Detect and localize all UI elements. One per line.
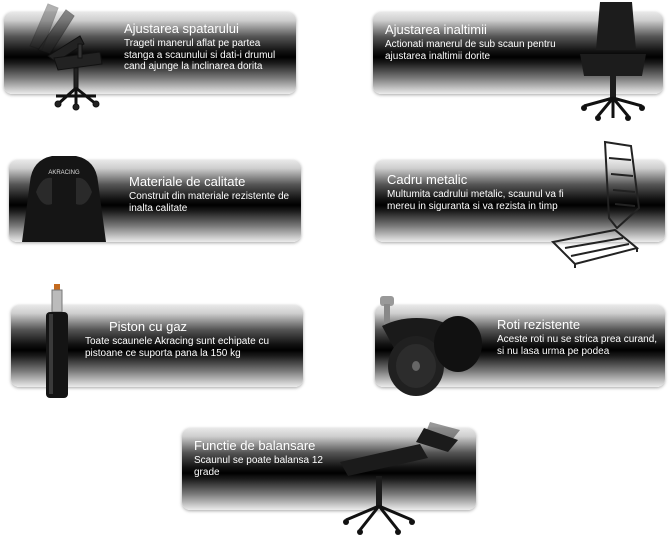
feature-description: Scaunul se poate balansa 12 grade bbox=[194, 455, 323, 478]
reclining-chair-icon bbox=[29, 3, 103, 111]
feature-description: Multumita cadrului metalic, scaunul va f… bbox=[387, 189, 564, 212]
feature-title: Roti rezistente bbox=[497, 317, 581, 332]
gas-piston-icon bbox=[46, 284, 68, 398]
seat-backrest-icon: AKRACING bbox=[22, 156, 106, 242]
feature-title: Ajustarea inaltimii bbox=[385, 22, 487, 37]
feature-card-metal-frame: Cadru metalic Multumita cadrului metalic… bbox=[375, 160, 665, 242]
feature-title: Piston cu gaz bbox=[109, 319, 188, 334]
feature-title: Ajustarea spatarului bbox=[124, 21, 239, 36]
feature-title: Materiale de calitate bbox=[129, 174, 246, 189]
feature-description: Construit din materiale rezistente de in… bbox=[129, 191, 290, 214]
office-chair-icon bbox=[580, 2, 646, 121]
seat-brand-label: AKRACING bbox=[48, 170, 80, 176]
caster-wheel-icon bbox=[380, 296, 482, 396]
metal-frame-icon bbox=[550, 140, 641, 268]
feature-description: Trageti manerul aflat pe partea stanga a… bbox=[124, 38, 276, 72]
feature-description: Toate scaunele Akracing sunt echipate cu… bbox=[85, 336, 270, 359]
feature-title: Functie de balansare bbox=[194, 438, 316, 453]
feature-description: Aceste roti nu se strica prea curand, si… bbox=[497, 334, 658, 357]
feature-title: Cadru metalic bbox=[387, 172, 468, 187]
rocking-chair-icon bbox=[340, 422, 460, 535]
feature-description: Actionati manerul de sub scaun pentru aj… bbox=[385, 39, 556, 62]
